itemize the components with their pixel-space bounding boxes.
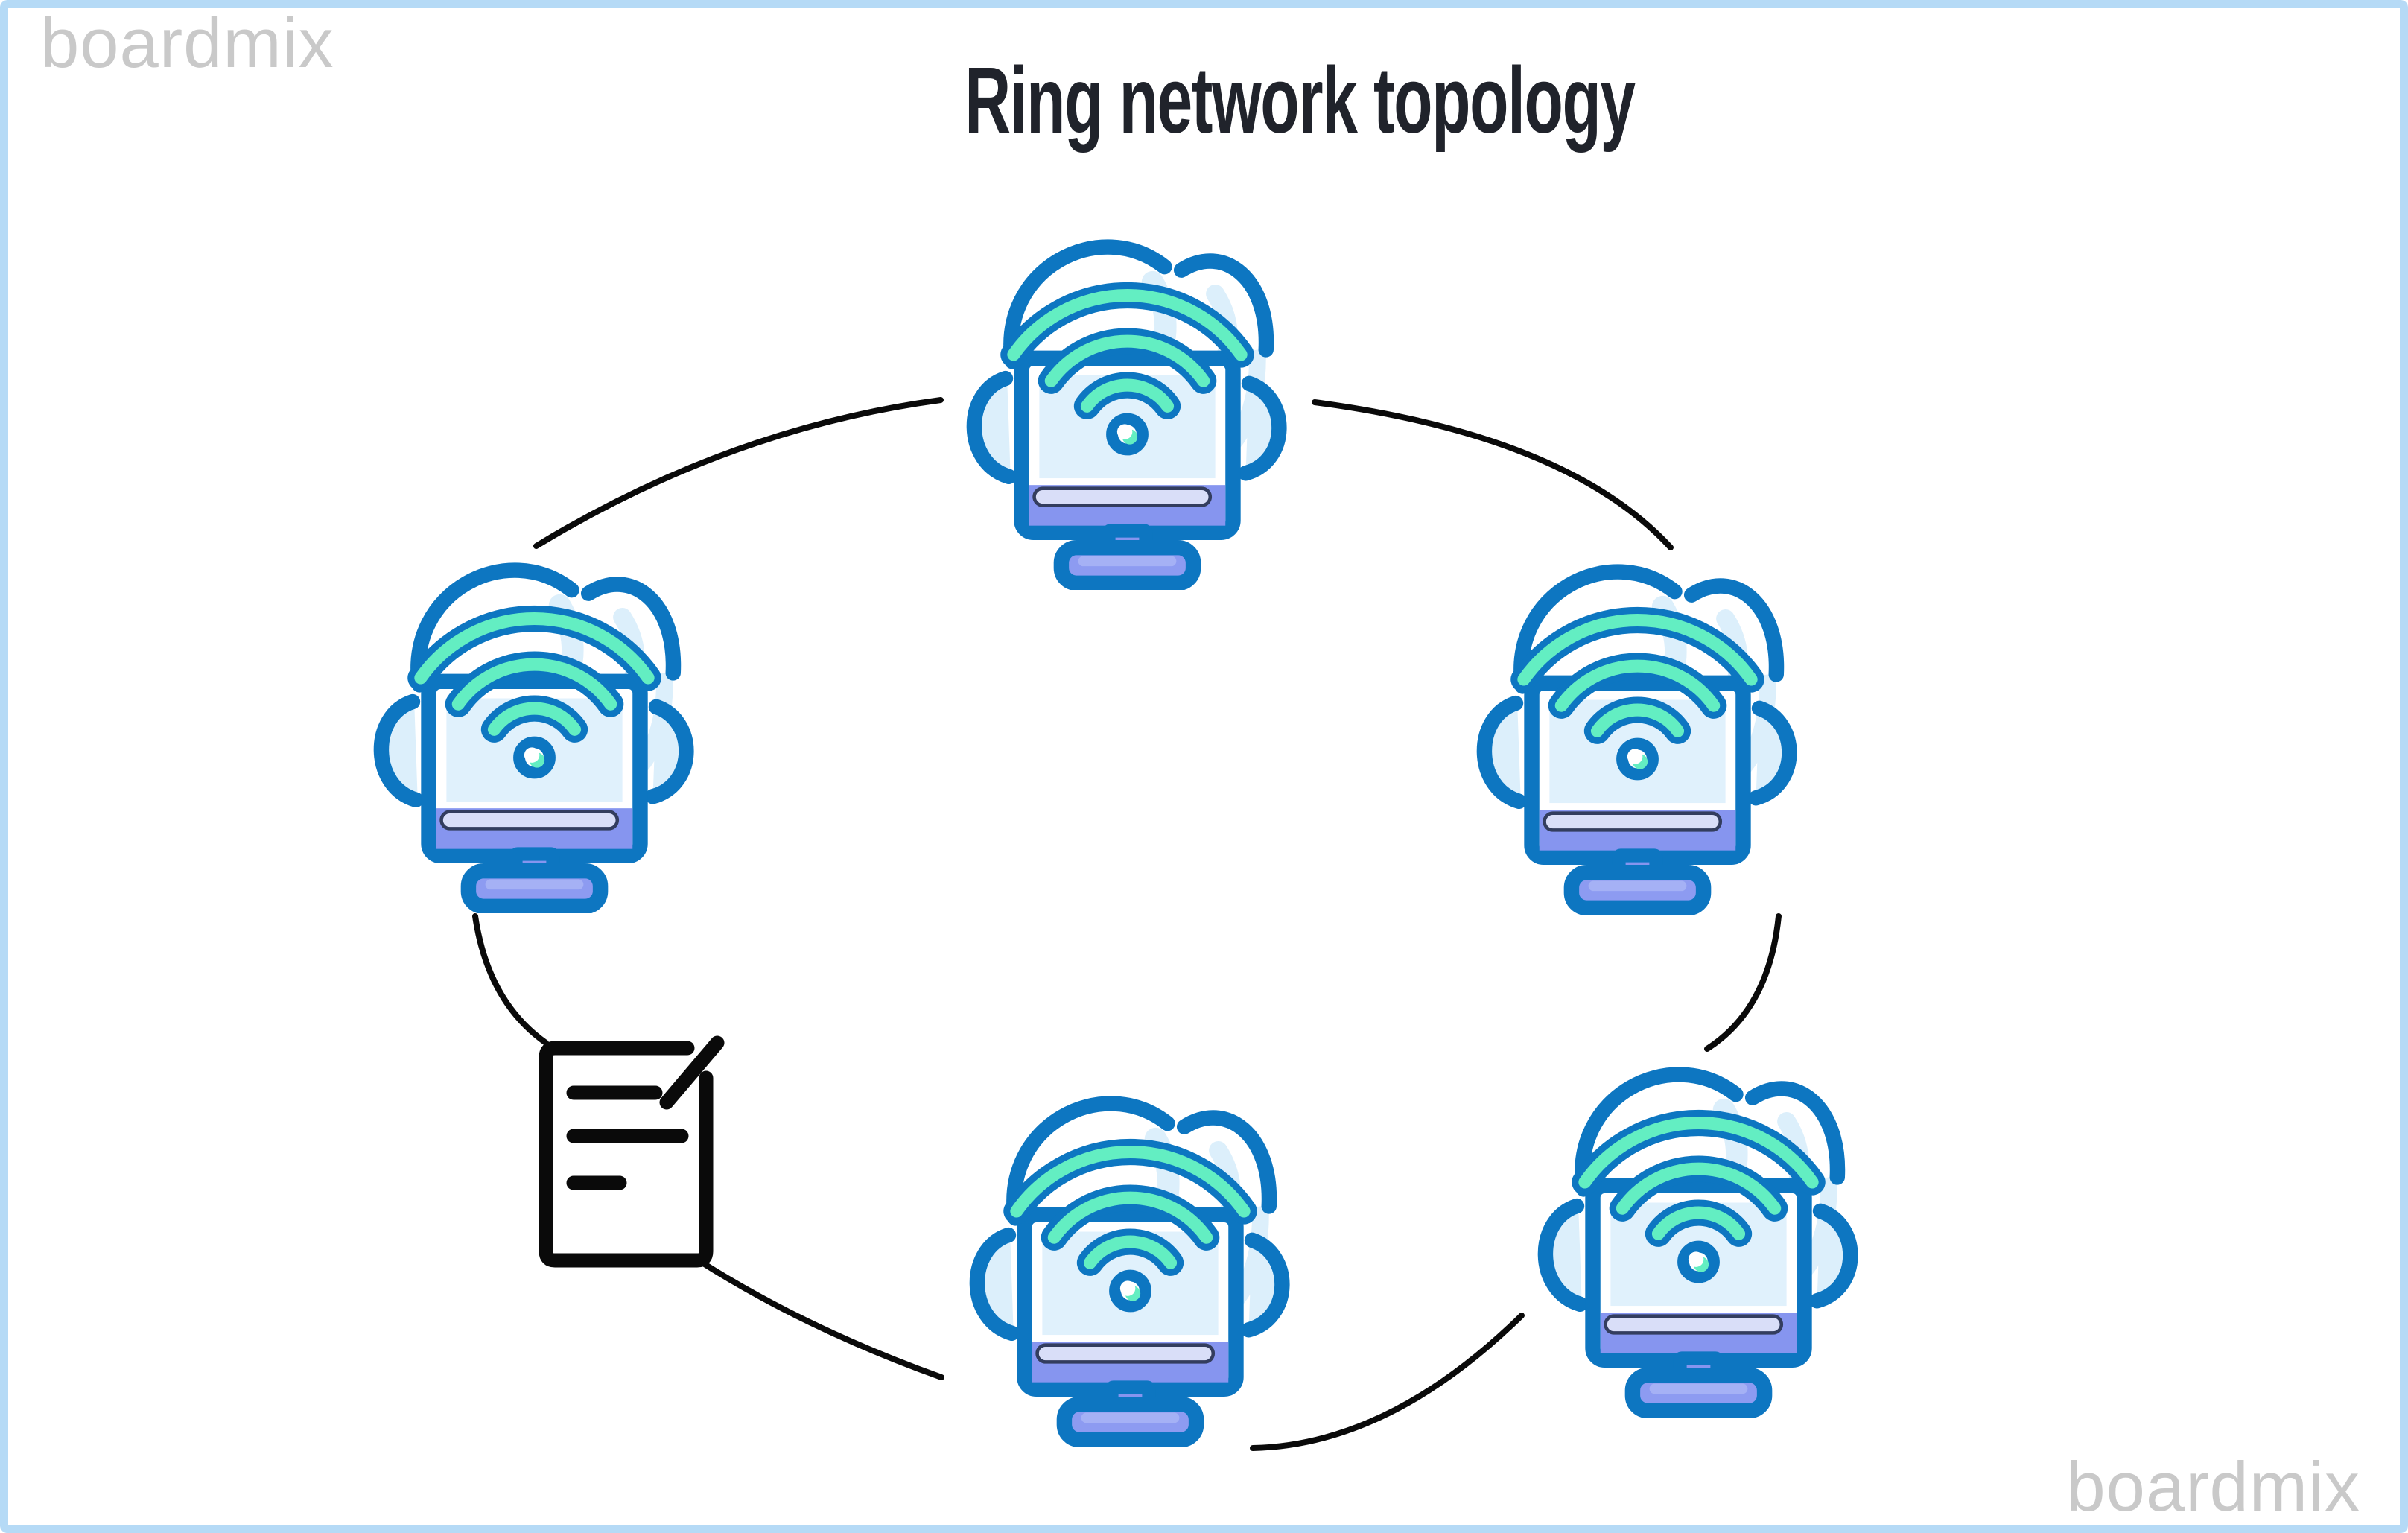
node-computer-bottom-right[interactable] (1545, 1075, 1850, 1411)
diagram-title[interactable]: Ring network topology (965, 48, 1636, 153)
watermark-bottom-right: boardmix (2066, 1447, 2360, 1526)
connector-computer-left-to-computer-top[interactable] (533, 397, 944, 549)
node-note-document[interactable] (546, 1043, 717, 1260)
nodes-layer (381, 247, 1850, 1440)
connector-computer-bottom-center-to-computer-bottom-right[interactable] (1250, 1313, 1525, 1451)
connector-computer-left-to-note-document[interactable] (472, 913, 549, 1046)
node-computer-left[interactable] (381, 571, 686, 907)
connector-computer-top-to-computer-right[interactable] (1312, 399, 1674, 550)
connector-note-document-to-computer-bottom-center[interactable] (698, 1259, 944, 1380)
node-computer-right[interactable] (1484, 572, 1789, 908)
watermark-top-left: boardmix (40, 4, 334, 82)
connections-layer (472, 397, 1782, 1451)
connector-computer-right-to-computer-bottom-right[interactable] (1704, 913, 1782, 1052)
node-computer-top[interactable] (974, 247, 1279, 583)
node-computer-bottom-center[interactable] (977, 1104, 1282, 1440)
